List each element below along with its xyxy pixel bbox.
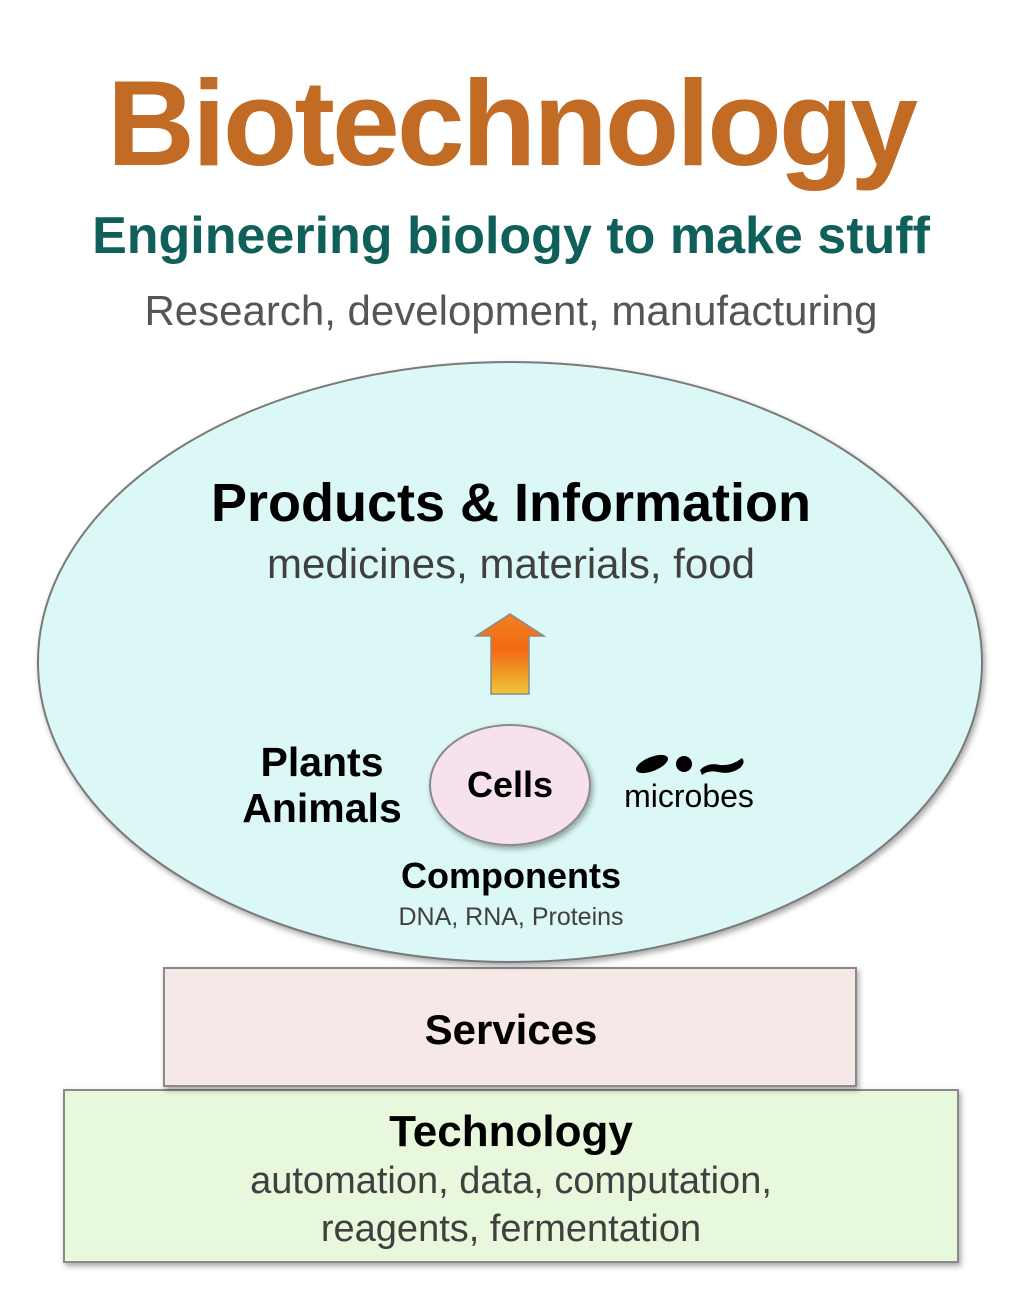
components-subtitle: DNA, RNA, Proteins [398,903,624,931]
animals-label: Animals [242,785,402,831]
technology-line-1: automation, data, computation, [250,1160,772,1202]
technology-box [63,1089,959,1263]
microbe-shapes-icon [636,754,744,775]
services-box [163,967,857,1087]
microbes-label: microbes [624,778,754,814]
page-subtitle: Engineering biology to make stuff [92,207,930,265]
services-label: Services [424,1006,598,1053]
plants-label: Plants [260,739,384,785]
products-subtitle: medicines, materials, food [267,540,755,587]
cells-label: Cells [466,764,554,805]
up-arrow-icon [473,613,547,695]
technology-line-2: reagents, fermentation [320,1208,702,1250]
cells-circle [429,724,591,846]
products-title: Products & Information [210,473,811,533]
components-label: Components [401,855,621,896]
page-title: Biotechnology [106,55,918,191]
technology-title: Technology [389,1107,633,1156]
page-tagline: Research, development, manufacturing [144,287,878,334]
